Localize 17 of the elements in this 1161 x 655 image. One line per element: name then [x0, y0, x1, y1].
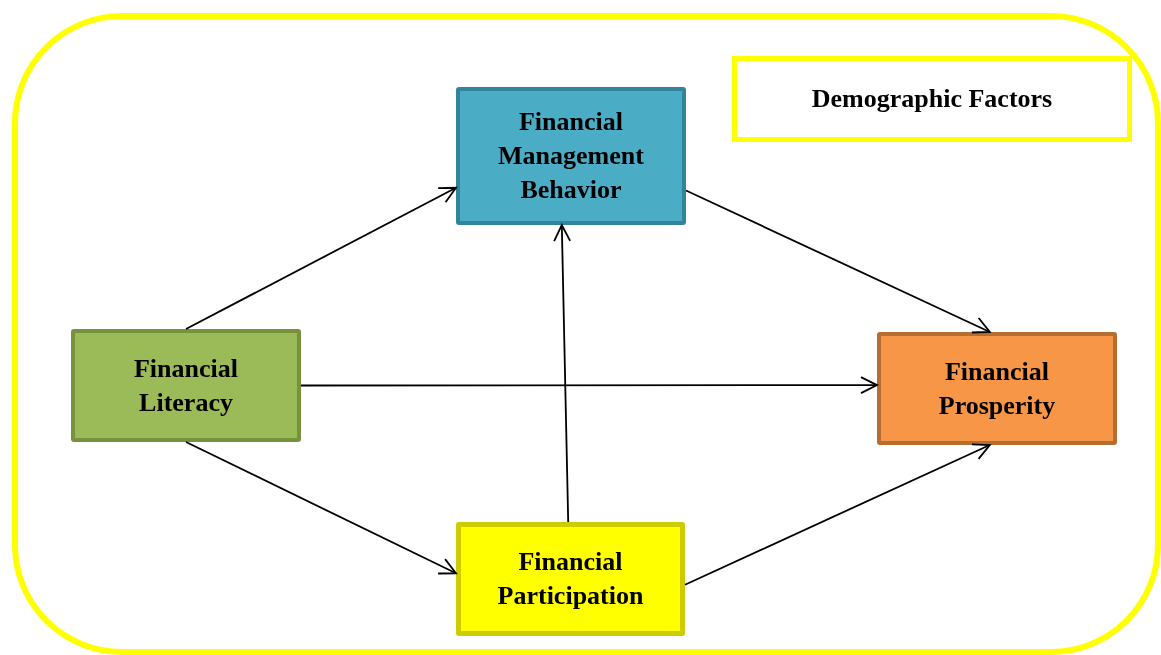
- arrow: [185, 441, 457, 575]
- arrow: [684, 443, 991, 586]
- box-label: Financial Literacy: [133, 352, 239, 419]
- text-box: [732, 56, 1132, 142]
- process-box: [71, 329, 301, 442]
- arrow: [553, 224, 572, 523]
- arrow: [185, 186, 457, 330]
- process-box: [456, 522, 685, 636]
- box-label: Financial Participation: [496, 546, 645, 612]
- process-box: [877, 332, 1117, 445]
- arrow: [685, 189, 991, 334]
- box-label: Demographic Factors: [811, 83, 1053, 115]
- box-label: Financial Prosperity: [937, 355, 1057, 422]
- frame-border: [12, 13, 1161, 655]
- arrow: [300, 376, 878, 394]
- box-label: Financial Management Behavior: [497, 106, 645, 206]
- process-box: [456, 87, 686, 225]
